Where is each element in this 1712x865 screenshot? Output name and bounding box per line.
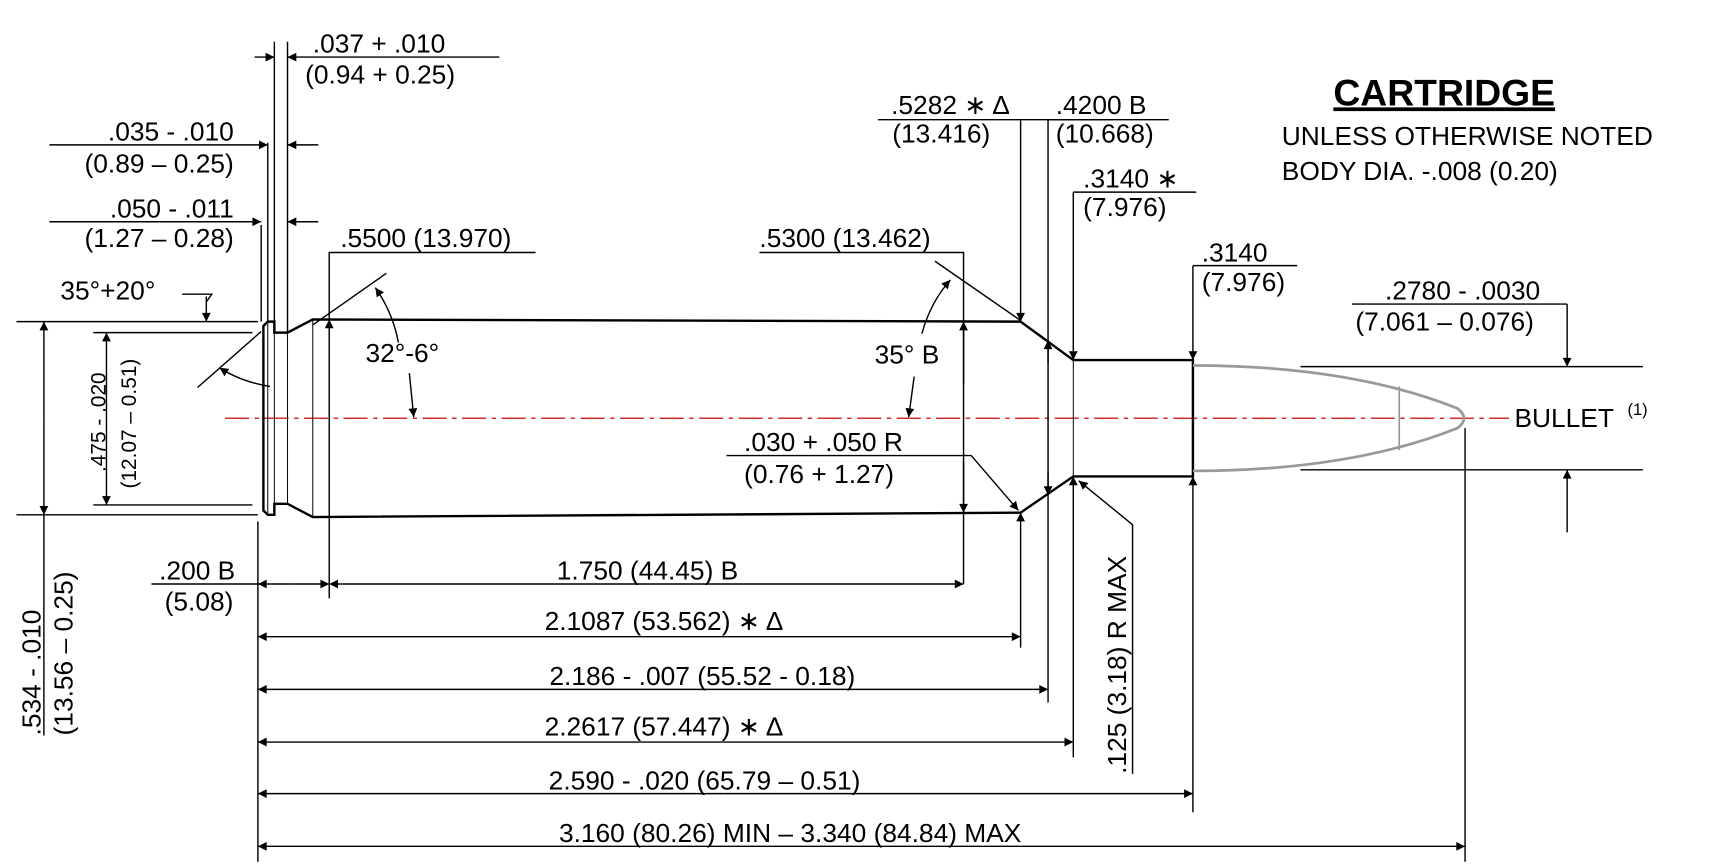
- neck-radius-dim: .125 (3.18) R MAX: [1078, 480, 1134, 774]
- dimension-label: .050 - .011: [110, 193, 234, 223]
- dimension-label: .534 - .010: [17, 610, 47, 736]
- dimension-label: .3140 ∗: [1083, 164, 1178, 194]
- dimension-label: 2.1087 (53.562) ∗ Δ: [545, 606, 784, 636]
- dimension-label: .5500 (13.970): [340, 223, 511, 253]
- bullet-outline: [1192, 364, 1466, 473]
- dimension-label: (10.668): [1056, 119, 1154, 149]
- dimension-label: .200 B: [159, 556, 235, 586]
- dimension-label: 35° B: [875, 339, 940, 369]
- neck-end-dia-dim: .3140 (7.976): [1188, 237, 1298, 813]
- shoulder-point-dim: .5282 ∗ Δ (13.416): [877, 90, 1113, 648]
- dimension-label: .037 + .010: [313, 29, 445, 59]
- groove-a-dim: .035 - .010 (0.89 – 0.25): [49, 117, 319, 322]
- dimension-label: .2780 - .0030: [1385, 276, 1540, 306]
- rim-chamfer-dim: 35°+20°: [60, 276, 271, 389]
- groove-b-dim: .050 - .011 (1.27 – 0.28): [49, 193, 319, 322]
- rim-dia-dim: .534 - .010 (13.56 – 0.25): [16, 320, 258, 736]
- bullet-dia-dim: .2780 - .0030 (7.061 – 0.076) BULLET (1): [1300, 276, 1648, 533]
- dimension-label: (1): [1627, 401, 1647, 419]
- dimension-label: 2.186 - .007 (55.52 - 0.18): [549, 661, 855, 691]
- fillet-dim: .030 + .050 R (0.76 + 1.27): [726, 427, 1019, 511]
- dimension-label: 2.590 - .020 (65.79 – 0.51): [549, 765, 861, 795]
- title-block: CARTRIDGE UNLESS OTHERWISE NOTED BODY DI…: [1282, 71, 1653, 186]
- dimension-label: .475 - .020: [87, 372, 110, 472]
- drawing-title: CARTRIDGE: [1333, 71, 1555, 113]
- shoulder-mid-dim: .4200 B (10.668): [1043, 90, 1169, 703]
- rim-thickness-dim: .037 + .010 (0.94 + 0.25): [254, 29, 500, 333]
- dimension-label: .5282 ∗ Δ: [891, 90, 1010, 120]
- dimension-label: (13.56 – 0.25): [48, 572, 78, 736]
- dimension-label: .125 (3.18) R MAX: [1102, 555, 1132, 773]
- dimension-label: (7.976): [1202, 267, 1285, 297]
- neck-dia-dim: .3140 ∗ (7.976): [1068, 164, 1197, 758]
- dimension-label: (0.94 + 0.25): [305, 59, 455, 89]
- dimension-label: (13.416): [892, 119, 990, 149]
- dimension-label: (12.07 – 0.51): [118, 359, 141, 489]
- dimension-label: .5300 (13.462): [759, 223, 930, 253]
- dimension-label: (5.08): [165, 586, 234, 616]
- dimension-label: (1.27 – 0.28): [84, 223, 233, 253]
- groove-dia-dim: .475 - .020 (12.07 – 0.51): [87, 331, 253, 506]
- dimension-label: .035 - .010: [108, 117, 234, 147]
- dimension-label: (0.76 + 1.27): [744, 459, 894, 489]
- dimension-label: .4200 B: [1056, 90, 1147, 120]
- dimension-label: (7.976): [1083, 192, 1166, 222]
- dimension-label: (7.061 – 0.076): [1355, 306, 1534, 336]
- note-line-2: BODY DIA. -.008 (0.20): [1282, 156, 1558, 186]
- dimension-label: 3.160 (80.26) MIN – 3.340 (84.84) MAX: [559, 818, 1022, 848]
- dimension-label: 32°-6°: [365, 338, 439, 368]
- dimension-label: (0.89 – 0.25): [84, 148, 233, 178]
- dimension-label: 1.750 (44.45) B: [557, 556, 738, 586]
- bullet-label: BULLET: [1514, 403, 1614, 433]
- length-dims: .200 B (5.08) 1.750 (44.45) B 2.1087 (53…: [151, 428, 1466, 862]
- note-line-1: UNLESS OTHERWISE NOTED: [1282, 121, 1653, 151]
- dimension-label: 2.2617 (57.447) ∗ Δ: [545, 711, 784, 741]
- dimension-label: .3140: [1202, 237, 1268, 267]
- dimension-label: .030 + .050 R: [744, 427, 903, 457]
- base-dia-dim: .5500 (13.970) 32°-6°: [312, 223, 536, 518]
- shoulder-dia-dim: .5300 (13.462) 35° B: [759, 223, 1022, 584]
- dimension-label: 35°+20°: [60, 276, 155, 306]
